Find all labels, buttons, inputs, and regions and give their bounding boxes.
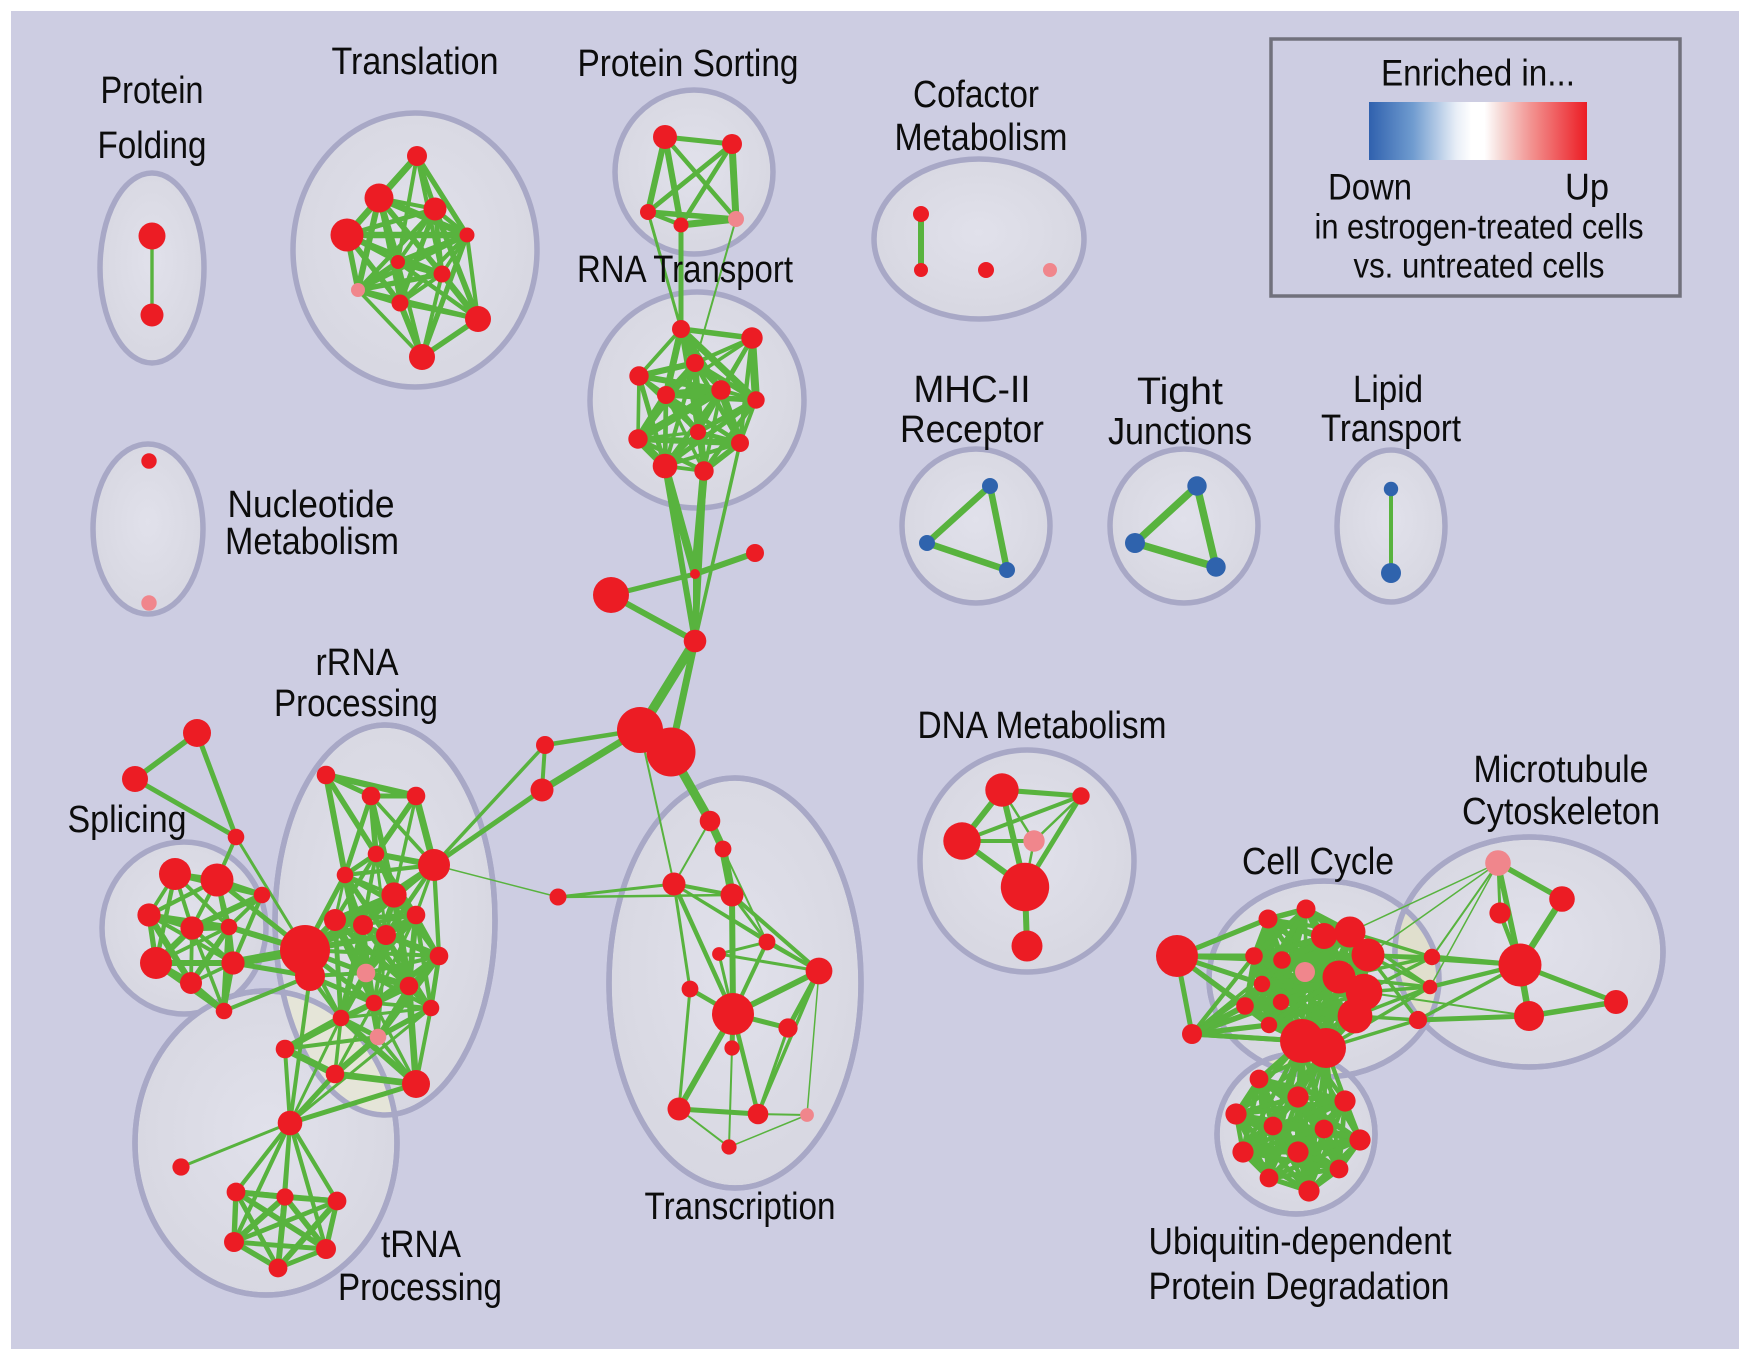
svg-text:Nucleotide: Nucleotide <box>228 484 395 526</box>
svg-text:Cytoskeleton: Cytoskeleton <box>1462 791 1660 833</box>
svg-text:Lipid: Lipid <box>1353 369 1423 411</box>
svg-text:Splicing: Splicing <box>68 799 187 841</box>
svg-text:Processing: Processing <box>338 1267 502 1309</box>
svg-text:Folding: Folding <box>98 125 207 167</box>
svg-text:tRNA: tRNA <box>381 1224 462 1266</box>
svg-text:in estrogen-treated cells: in estrogen-treated cells <box>1315 208 1644 247</box>
svg-text:RNA Transport: RNA Transport <box>577 249 793 291</box>
svg-text:DNA Metabolism: DNA Metabolism <box>918 705 1167 747</box>
svg-text:Receptor: Receptor <box>900 409 1044 451</box>
svg-text:Metabolism: Metabolism <box>225 521 399 563</box>
svg-text:vs. untreated cells: vs. untreated cells <box>1354 247 1605 286</box>
svg-text:Up: Up <box>1565 167 1609 208</box>
svg-text:Microtubule: Microtubule <box>1474 749 1649 791</box>
svg-text:Processing: Processing <box>274 683 438 725</box>
svg-text:Transport: Transport <box>1321 408 1461 450</box>
svg-text:Translation: Translation <box>332 41 499 83</box>
svg-text:Tight: Tight <box>1137 371 1223 413</box>
svg-text:MHC-II: MHC-II <box>914 369 1031 411</box>
svg-text:Cell Cycle: Cell Cycle <box>1242 841 1394 883</box>
svg-text:Metabolism: Metabolism <box>895 117 1068 159</box>
svg-text:Protein Sorting: Protein Sorting <box>578 43 799 85</box>
svg-text:Enriched in...: Enriched in... <box>1381 53 1575 94</box>
svg-text:Protein Degradation: Protein Degradation <box>1149 1266 1450 1308</box>
svg-text:Cofactor: Cofactor <box>913 74 1039 116</box>
svg-text:Transcription: Transcription <box>645 1186 836 1228</box>
svg-text:Protein: Protein <box>101 70 204 112</box>
svg-text:Ubiquitin-dependent: Ubiquitin-dependent <box>1149 1221 1452 1263</box>
svg-text:Junctions: Junctions <box>1108 411 1252 453</box>
svg-text:Down: Down <box>1328 167 1412 208</box>
svg-text:rRNA: rRNA <box>316 642 400 684</box>
